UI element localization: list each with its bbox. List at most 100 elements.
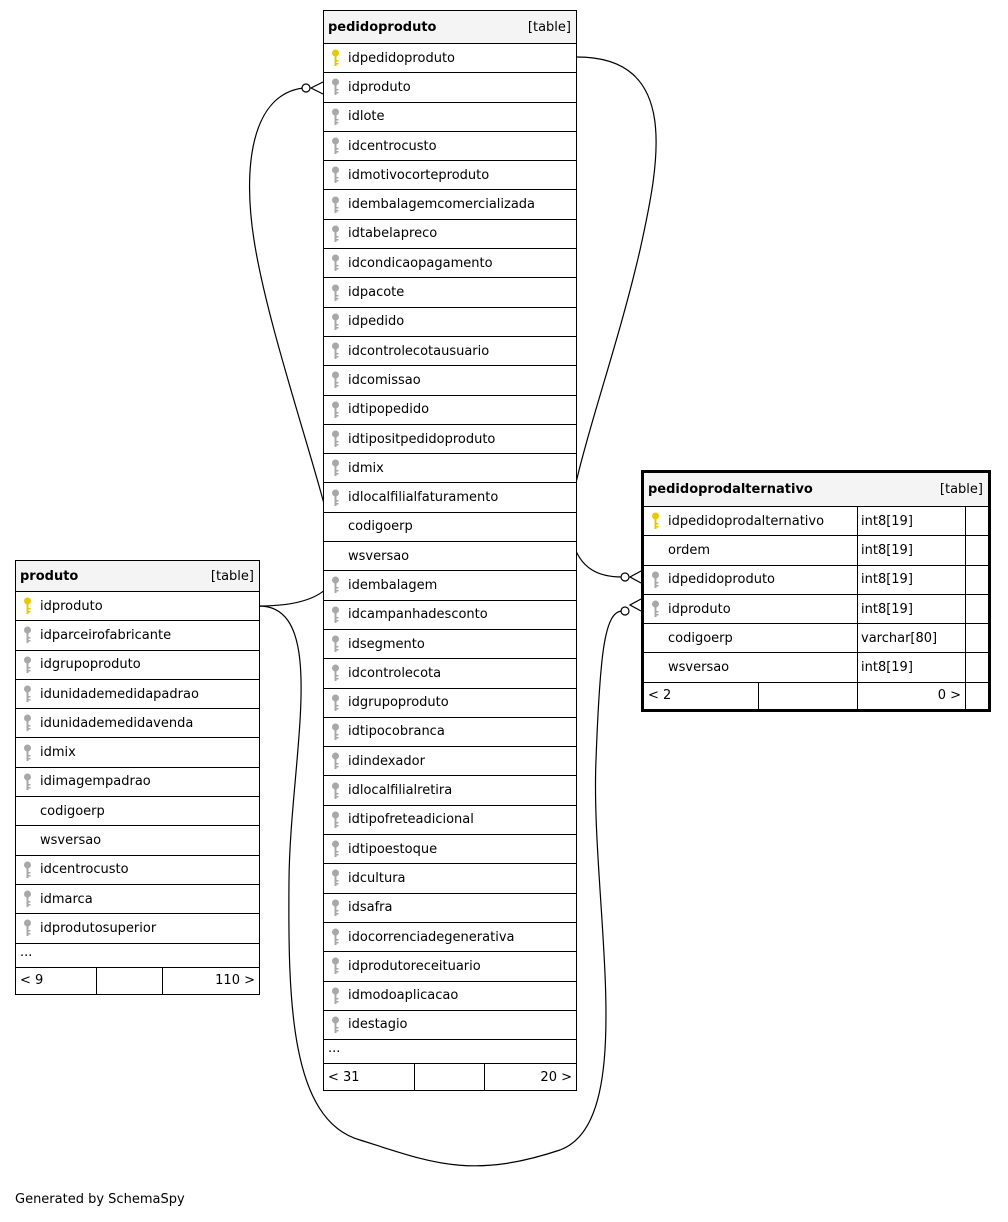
table-header[interactable]: pedidoproduto [table] [324,11,576,44]
column-name: idcentrocusto [40,862,129,878]
column-name: idtabelapreco [348,226,438,242]
column-row[interactable]: idsafra [324,894,576,923]
column-name: idpedido [348,314,405,330]
foreign-key-icon [327,283,343,303]
column-name: idgrupoproduto [348,695,449,711]
foreign-key-icon [327,370,343,390]
edge-optional-marker [301,83,311,93]
column-row[interactable]: idcentrocusto [16,856,259,885]
column-extra [965,653,988,682]
table-header[interactable]: pedidoprodalternativo [table] [644,473,988,507]
column-name-cell: idunidademedidapadrao [16,684,199,704]
column-row[interactable]: idsegmento [324,630,576,660]
column-row[interactable]: idprodutosuperior [16,914,259,944]
column-row[interactable]: idproduto [324,73,576,103]
column-type: int8[19] [857,536,965,565]
column-row[interactable]: idcentrocusto [324,132,576,162]
column-name-cell: idsegmento [324,634,425,654]
column-row[interactable]: idpacote [324,278,576,308]
column-row[interactable]: idlote [324,103,576,132]
column-row[interactable]: idprodutoreceituario [324,952,576,982]
column-row[interactable]: idmix [324,454,576,484]
column-row[interactable]: idtipofreteadicional [324,806,576,836]
parents-count[interactable]: < 9 [16,967,97,994]
foreign-key-icon [327,253,343,273]
column-row[interactable]: idgrupoproduto [324,689,576,718]
column-row[interactable]: idmarca [16,885,259,915]
column-name: idpedidoproduto [668,572,775,588]
column-row[interactable]: idtipoestoque [324,835,576,865]
column-row[interactable]: idestagio [324,1011,576,1041]
column-row[interactable]: idlocalfilialretira [324,776,576,806]
column-row[interactable]: idmotivocorteproduto [324,161,576,191]
column-row[interactable]: wsversao [16,826,259,856]
table-header[interactable]: produto [table] [16,561,259,592]
column-row[interactable]: idcondicaopagamento [324,249,576,279]
table-pedidoprodalternativo[interactable]: pedidoprodalternativo [table] idpedidopr… [641,470,991,712]
column-row[interactable]: idpedidoproduto [324,44,576,74]
column-row[interactable]: idmix [16,738,259,768]
column-row[interactable]: idlocalfilialfaturamento [324,483,576,513]
table-produto[interactable]: produto [table] idproduto idparceirofabri… [15,560,260,995]
column-row[interactable]: idembalagem [324,571,576,601]
parents-count[interactable]: < 2 [644,682,759,709]
column-row[interactable]: idindexador [324,747,576,777]
column-row[interactable]: codigoerp [16,797,259,827]
column-row[interactable]: idcampanhadesconto [324,601,576,630]
column-row[interactable]: idunidademedidapadrao [16,680,259,710]
column-type: int8[19] [857,507,965,536]
column-name: idproduto [348,79,411,95]
column-name-cell: wsversao [644,660,857,675]
column-row[interactable]: idgrupoproduto [16,651,259,680]
column-name: idprodutoreceituario [348,958,481,974]
column-row[interactable]: idpedido [324,308,576,337]
column-row[interactable]: idunidademedidavenda [16,709,259,739]
column-row[interactable]: idtabelapreco [324,220,576,250]
column-row[interactable]: idcomissao [324,366,576,396]
column-row[interactable]: idcultura [324,864,576,894]
more-columns-ellipsis: ... [16,944,259,968]
column-row[interactable]: ordem int8[19] [644,536,988,566]
column-row[interactable]: idtipopedido [324,396,576,425]
column-name: idcondicaopagamento [348,255,493,271]
column-name-cell: idcampanhadesconto [324,605,488,625]
column-row[interactable]: idmodoaplicacao [324,982,576,1011]
children-count[interactable]: 110 > [215,973,255,989]
children-count[interactable]: 20 > [540,1069,572,1085]
column-row[interactable]: idimagempadrao [16,768,259,798]
column-row[interactable]: wsversao [324,542,576,572]
column-name-cell: idcontrolecota [324,663,441,683]
column-name: idmix [348,460,384,476]
column-row[interactable]: idparceirofabricante [16,621,259,651]
edge-crowfoot-marker [628,570,642,584]
column-row[interactable]: codigoerp [324,513,576,543]
foreign-key-icon [327,312,343,332]
foreign-key-icon [327,341,343,361]
column-row[interactable]: idcontrolecotausuario [324,337,576,367]
column-name-cell: idmodoaplicacao [324,986,458,1006]
column-name-cell: idtipocobranca [324,722,445,742]
parents-count[interactable]: < 31 [324,1064,415,1091]
column-name-cell: idparceirofabricante [16,625,171,645]
column-name-cell: idtipoestoque [324,839,437,859]
column-row[interactable]: idproduto [16,592,259,622]
primary-key-icon [327,48,343,68]
column-type: int8[19] [857,594,965,624]
foreign-key-icon [19,713,35,733]
children-count[interactable]: 0 > [858,682,966,709]
column-row[interactable]: idocorrenciadegenerativa [324,923,576,953]
column-row[interactable]: idembalagemcomercializada [324,190,576,220]
column-row[interactable]: idtipocobranca [324,718,576,748]
column-row[interactable]: idtipositpedidoproduto [324,425,576,455]
column-name: idpacote [348,285,405,301]
column-name: ordem [668,542,710,558]
column-row[interactable]: idcontrolecota [324,659,576,689]
